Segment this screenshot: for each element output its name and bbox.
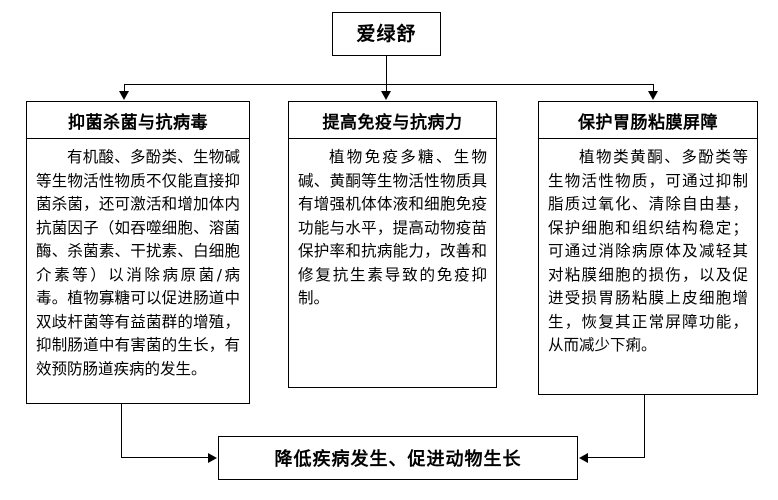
branch-node-2-title: 提高免疫与抗病力 bbox=[289, 102, 496, 139]
connector-left-join-vertical bbox=[121, 404, 122, 458]
connector-right-join-vertical bbox=[644, 395, 645, 458]
arrowhead-left-icon bbox=[579, 453, 588, 463]
connector-horizontal-bus bbox=[124, 84, 654, 85]
branch-node-2-body: 植物免疫多糖、生物碱、黄酮等生物活性物质具有增强机体体液和细胞免疫功能与水平，提… bbox=[298, 148, 487, 308]
branch-node-1-body: 有机酸、多酚类、生物碱等生物活性物质不仅能直接抑菌杀菌，还可激活和增加体内抗菌因… bbox=[36, 148, 240, 378]
branch-node-3-body: 植物类黄酮、多酚类等生物活性物质，可通过抑制脂质过氧化、清除自由基，保护细胞和组… bbox=[548, 148, 748, 355]
connector-root-stem bbox=[386, 56, 387, 85]
branch-node-1: 抑菌杀菌与抗病毒 有机酸、多酚类、生物碱等生物活性物质不仅能直接抑菌杀菌，还可激… bbox=[26, 101, 250, 404]
branch-node-3: 保护胃肠粘膜屏障 植物类黄酮、多酚类等生物活性物质，可通过抑制脂质过氧化、清除自… bbox=[538, 101, 758, 395]
arrowhead-right-icon bbox=[208, 453, 217, 463]
connector-drop-branch-3 bbox=[653, 84, 654, 93]
connector-drop-branch-2 bbox=[386, 84, 387, 93]
root-node: 爱绿舒 bbox=[332, 12, 441, 56]
connector-right-join-horizontal bbox=[588, 457, 645, 458]
arrowhead-down-icon-2 bbox=[381, 91, 391, 100]
connector-drop-branch-1 bbox=[124, 84, 125, 93]
branch-node-3-title: 保护胃肠粘膜屏障 bbox=[539, 102, 757, 139]
result-node: 降低疾病发生、促进动物生长 bbox=[218, 436, 578, 480]
connector-left-join-horizontal bbox=[121, 457, 209, 458]
branch-node-2: 提高免疫与抗病力 植物免疫多糖、生物碱、黄酮等生物活性物质具有增强机体体液和细胞… bbox=[288, 101, 497, 388]
branch-node-1-title: 抑菌杀菌与抗病毒 bbox=[27, 102, 249, 139]
result-node-label: 降低疾病发生、促进动物生长 bbox=[274, 449, 522, 470]
arrowhead-down-icon-1 bbox=[119, 91, 129, 100]
arrowhead-down-icon-3 bbox=[648, 91, 658, 100]
root-node-label: 爱绿舒 bbox=[356, 22, 417, 45]
